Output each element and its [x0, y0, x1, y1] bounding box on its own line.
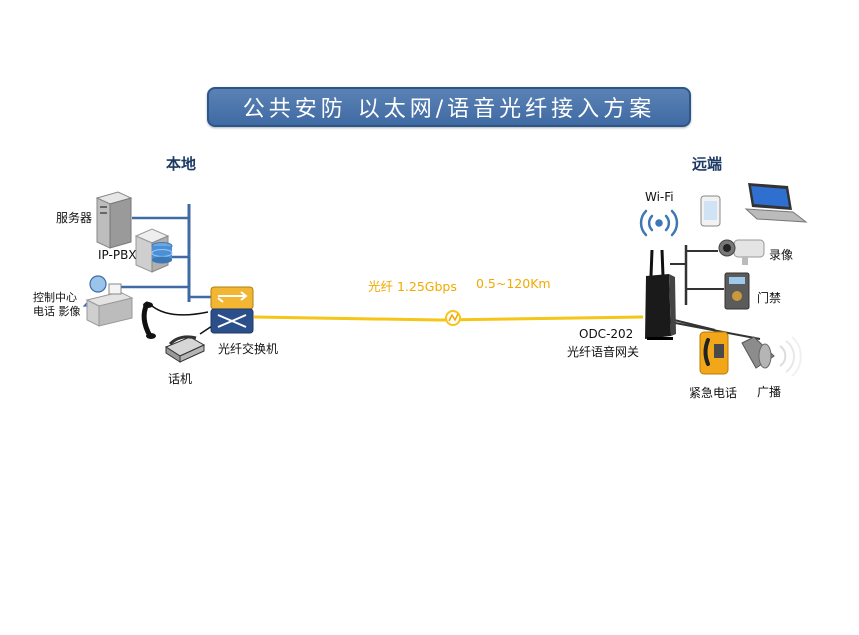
- broadcast-label: 广播: [757, 385, 782, 399]
- phone-label: 话机: [168, 372, 193, 386]
- control-center-label: 控制中心 电话 影像: [33, 291, 81, 319]
- handset-cord: [151, 305, 209, 316]
- fiber-switch-icon: [210, 286, 254, 334]
- phone-link: [199, 325, 213, 335]
- gateway-icon: [645, 249, 676, 340]
- loudspeaker-icon: [741, 336, 802, 377]
- desk-phone-icon: [164, 335, 206, 363]
- handset-icon: [141, 301, 156, 339]
- smartphone-icon: [700, 195, 721, 227]
- emergency-phone-label: 紧急电话: [689, 386, 738, 400]
- server-label: 服务器: [56, 211, 93, 225]
- emergency-phone-icon: [699, 331, 729, 375]
- diagram-title: 公共安防 以太网/语音光纤接入方案: [207, 87, 691, 127]
- server-icon: [95, 191, 133, 249]
- fiber-distance-label: 0.5~120Km: [476, 276, 551, 291]
- camera-label: 录像: [769, 248, 794, 262]
- camera-icon: [718, 239, 765, 265]
- remote-bus: [669, 245, 761, 340]
- fiber-link: [253, 310, 644, 326]
- remote-heading: 远端: [692, 155, 723, 173]
- wifi-icon: [639, 209, 679, 237]
- ippbx-label: IP-PBX: [98, 248, 137, 262]
- switch-label: 光纤交换机: [218, 342, 279, 356]
- gateway-model-label: ODC-202: [579, 327, 634, 341]
- local-heading: 本地: [166, 155, 197, 173]
- wifi-label: Wi-Fi: [645, 190, 674, 204]
- operator-icon: [82, 275, 134, 327]
- local-bus: [120, 204, 212, 302]
- laptop-icon: [744, 183, 808, 223]
- gateway-name-label: 光纤语音网关: [567, 345, 640, 359]
- ippbx-icon: [134, 228, 173, 273]
- control-center-line2: 电话 影像: [33, 305, 81, 318]
- fiber-speed-label: 光纤 1.25Gbps: [368, 279, 457, 294]
- door-access-icon: [724, 272, 750, 310]
- control-center-line1: 控制中心: [33, 291, 77, 304]
- door-label: 门禁: [757, 291, 782, 305]
